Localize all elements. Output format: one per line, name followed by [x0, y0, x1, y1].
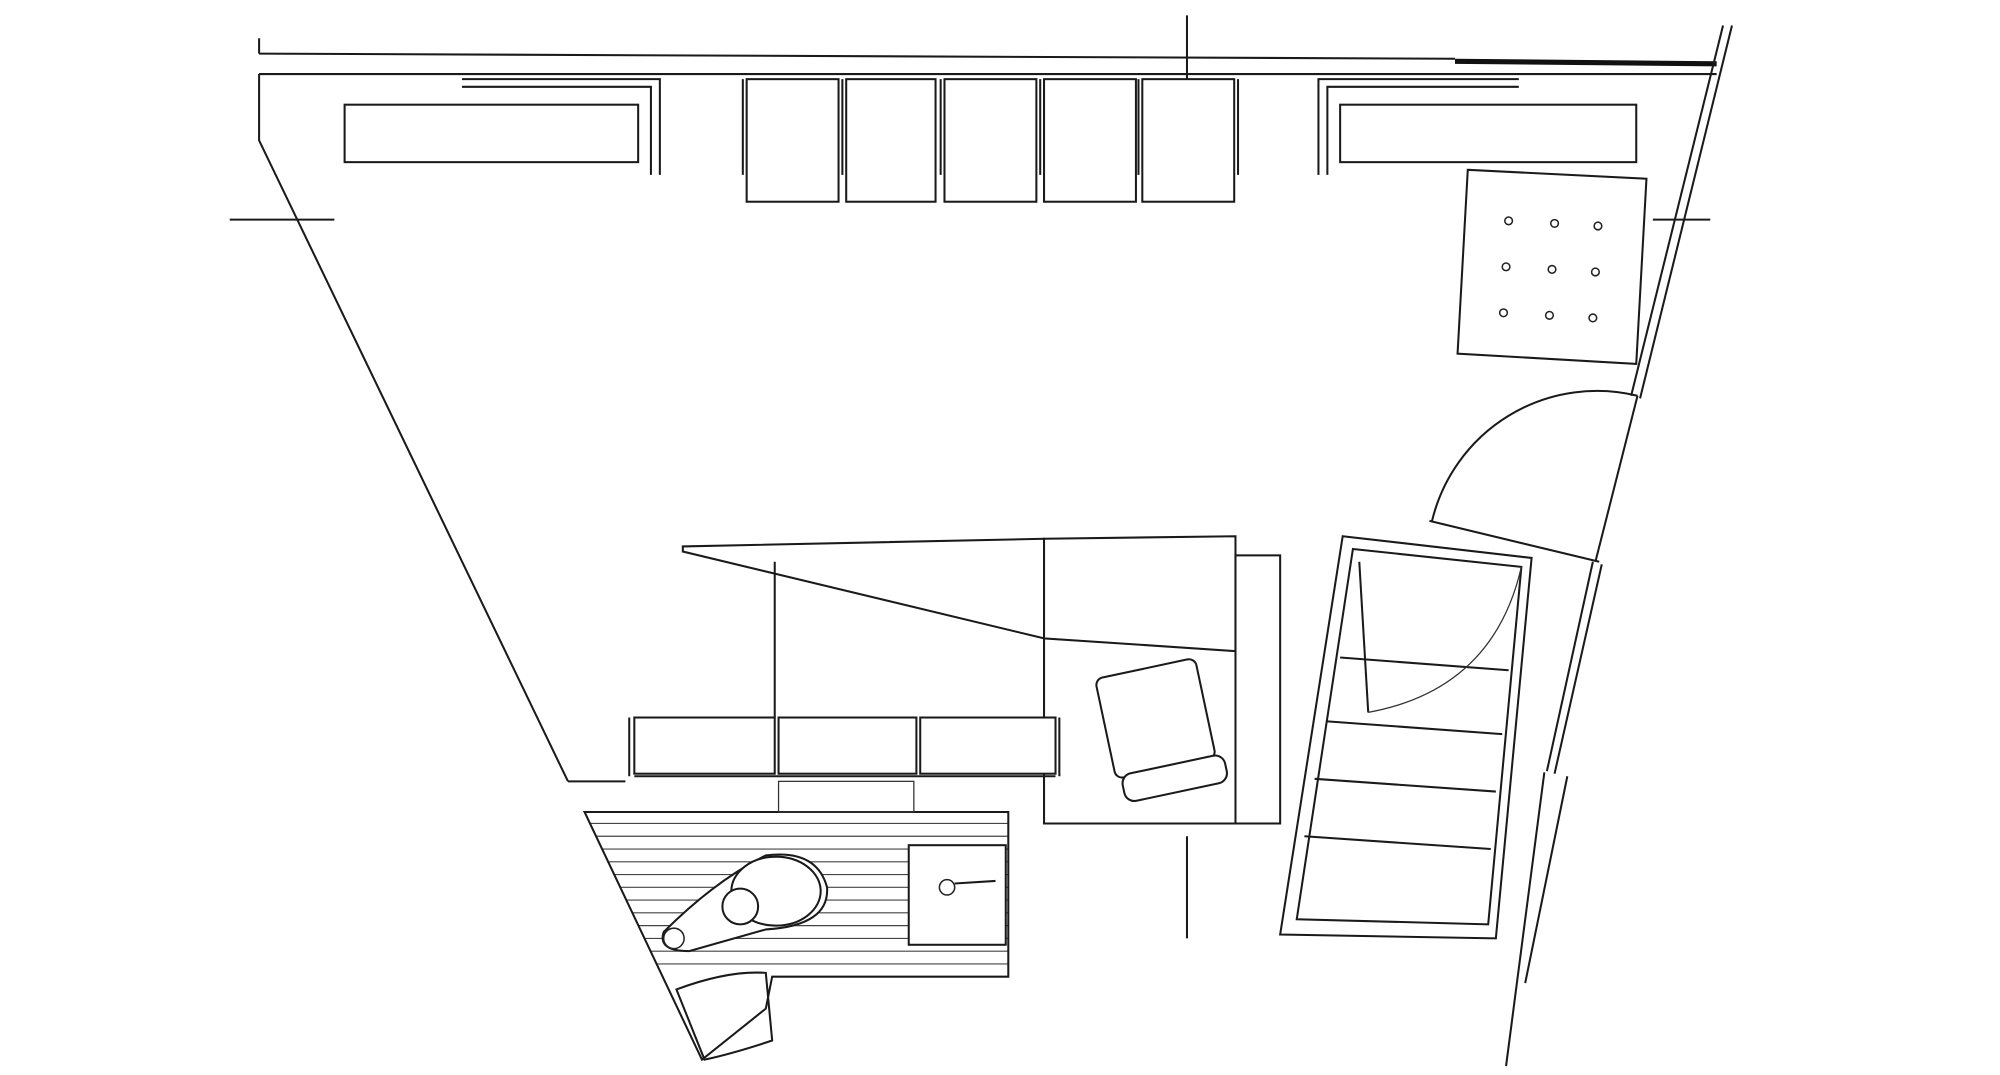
- desk-chair: [1095, 658, 1228, 803]
- sofa: [628, 716, 1061, 778]
- chair: [741, 78, 840, 203]
- right-wall: [1429, 25, 1733, 1067]
- toilet: [661, 853, 829, 953]
- desk: [681, 535, 1282, 939]
- bench-top-left: [343, 78, 661, 175]
- chair: [841, 78, 937, 203]
- chair-row: [741, 78, 1240, 203]
- table-dots: [1498, 216, 1603, 323]
- bench-top-right: [1317, 78, 1638, 175]
- shower-door: [675, 971, 774, 1061]
- bathroom: [582, 780, 1010, 1062]
- entrance-door: [1431, 389, 1639, 563]
- chair: [939, 78, 1038, 203]
- left-wall: [229, 73, 1717, 783]
- square-table: [1456, 168, 1648, 365]
- staircase: [1278, 535, 1533, 940]
- chair: [1137, 78, 1240, 203]
- chair: [1039, 78, 1137, 203]
- sink: [907, 844, 1007, 946]
